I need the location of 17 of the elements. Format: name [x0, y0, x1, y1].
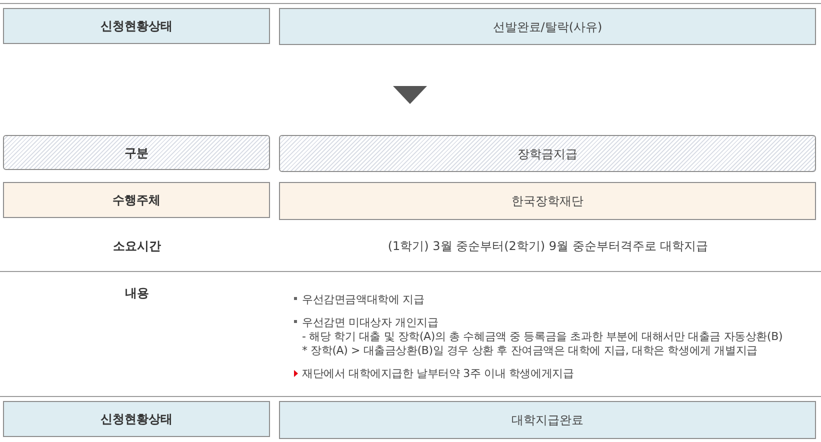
table-cell: 수행주체 [3, 182, 270, 218]
text: (1학기) 3월 중순부터(2학기) 9월 중순부터격주로 대학지급 [388, 238, 708, 254]
table-cell: 대학지급완료 [279, 401, 816, 439]
text: 내용 [125, 285, 149, 301]
text: - 해당 학기 대출 및 장학(A)의 총 수혜금액 중 등록금을 초과한 부분에 대해서만 대출금 자동상환(B) [302, 329, 783, 345]
text: * 장학(A) > 대출금상환(B)일 경우 상환 후 잔여금액은 대학에 지급, 대학은 학생에게 개별지급 [302, 343, 758, 359]
arrow [393, 86, 427, 104]
table-cell: 선발완료/탈락(사유) [279, 8, 816, 45]
table-cell: 한국장학재단 [279, 182, 816, 220]
table-cell: 구분 [3, 135, 270, 170]
text: 소요시간 [113, 238, 161, 254]
text: 우선감면 미대상자 개인지급 [302, 315, 438, 331]
table-cell: 신청현황상태 [3, 8, 270, 44]
table-cell: 신청현황상태 [3, 401, 270, 437]
text: 재단에서 대학에지급한 날부터약 3주 이내 학생에게지급 [302, 366, 574, 382]
table-cell: 장학금지급 [279, 135, 816, 172]
text: 우선감면금액대학에 지급 [302, 292, 424, 308]
